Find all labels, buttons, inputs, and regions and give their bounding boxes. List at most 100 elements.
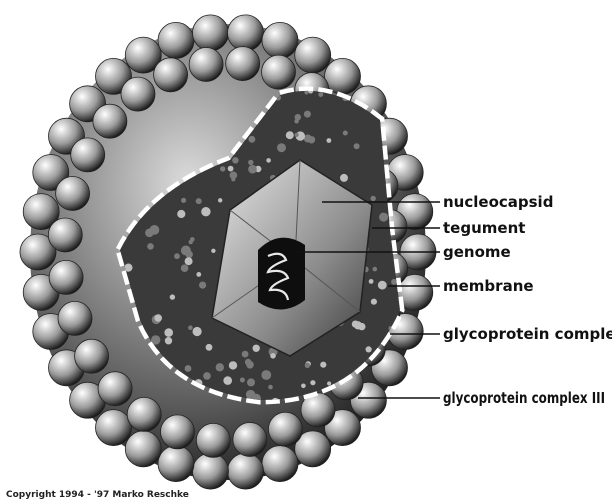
glycoprotein-sphere (325, 58, 361, 94)
tegument-particle (185, 257, 193, 265)
tegument-particle (391, 279, 397, 285)
tegument-particle (371, 299, 377, 305)
tegument-particle (343, 131, 348, 136)
glycoprotein-sphere (161, 415, 195, 449)
tegument-particle (181, 198, 186, 203)
tegument-particle (266, 158, 271, 163)
tegument-particle (232, 157, 238, 163)
tegument-particle (154, 314, 162, 322)
label-membrane: membrane (443, 277, 534, 295)
tegument-particle (245, 359, 252, 366)
tegument-particle (354, 321, 362, 329)
glycoprotein-sphere (226, 47, 260, 81)
tegument-particle (305, 363, 310, 368)
label-genome: genome (443, 243, 511, 261)
tegument-particle (174, 253, 180, 259)
tegument-particle (373, 267, 378, 272)
tegument-particle (379, 213, 388, 222)
tegument-particle (327, 138, 332, 143)
tegument-particle (294, 119, 299, 124)
label-glycoprotein-complex-3: glycoprotein complex III (443, 389, 605, 407)
glycoprotein-sphere (56, 177, 90, 211)
glycoprotein-sphere (262, 446, 298, 482)
tegument-particle (203, 372, 211, 380)
tegument-particle (242, 351, 249, 358)
glycoprotein-sphere (268, 412, 302, 446)
tegument-particle (286, 131, 294, 139)
glycoprotein-sphere (96, 410, 132, 446)
glycoprotein-sphere (193, 453, 229, 489)
glycoprotein-sphere (98, 372, 132, 406)
tegument-particle (240, 378, 245, 383)
tegument-particle (218, 198, 222, 202)
tegument-particle (185, 365, 192, 372)
glycoprotein-sphere (125, 431, 161, 467)
tegument-particle (304, 111, 311, 118)
tegument-particle (228, 166, 234, 172)
label-nucleocapsid: nucleocapsid (443, 193, 553, 211)
glycoprotein-sphere (193, 15, 229, 51)
tegument-particle (247, 378, 255, 386)
tegument-particle (253, 345, 260, 352)
tegument-particle (340, 174, 348, 182)
tegument-particle (165, 337, 172, 344)
tegument-particle (301, 384, 306, 389)
glycoprotein-sphere (71, 138, 105, 172)
glycoprotein-sphere (48, 218, 82, 252)
tegument-particle (181, 264, 189, 272)
tegument-particle (327, 381, 331, 385)
tegument-particle (320, 362, 326, 368)
tegument-particle (354, 143, 360, 149)
glycoprotein-sphere (262, 55, 296, 89)
tegument-particle (211, 249, 215, 253)
tegument-particle (220, 166, 225, 171)
tegument-particle (310, 380, 315, 385)
tegument-particle (304, 135, 312, 143)
tegument-particle (199, 282, 206, 289)
tegument-particle (378, 281, 387, 290)
glycoprotein-sphere (93, 104, 127, 138)
tegument-particle (170, 294, 175, 299)
glycoprotein-sphere (228, 453, 264, 489)
glycoprotein-sphere (58, 301, 92, 335)
tegument-particle (188, 325, 193, 330)
labels: nucleocapsid tegument genome membrane gl… (443, 193, 612, 407)
tegument-particle (318, 92, 323, 97)
glycoprotein-sphere (262, 22, 298, 58)
glycoprotein-sphere (154, 58, 188, 92)
glycoprotein-sphere (121, 77, 155, 111)
tegument-particle (196, 198, 202, 204)
tegument-particle (371, 196, 376, 201)
label-glycoprotein-complex-1: glycoprotein complex I (443, 325, 612, 343)
glycoprotein-sphere (196, 423, 230, 457)
tegument-particle (248, 165, 257, 174)
glycoprotein-sphere (75, 339, 109, 373)
glycoprotein-sphere (158, 22, 194, 58)
copyright-notice: Copyright 1994 - '97 Marko Reschke (6, 490, 189, 500)
glycoprotein-sphere (295, 37, 331, 73)
tegument-particle (216, 363, 224, 371)
tegument-particle (229, 361, 237, 369)
tegument-particle (397, 89, 402, 94)
tegument-particle (295, 133, 299, 137)
tegument-particle (388, 88, 394, 94)
tegument-particle (277, 143, 286, 152)
glycoprotein-sphere (233, 423, 267, 457)
tegument-particle (201, 207, 210, 216)
tegument-particle (268, 385, 273, 390)
label-tegument: tegument (443, 219, 525, 237)
tegument-particle (230, 172, 238, 180)
glycoprotein-sphere (49, 260, 83, 294)
tegument-particle (249, 136, 256, 143)
tegument-particle (248, 160, 253, 165)
glycoprotein-sphere (228, 15, 264, 51)
tegument-particle (223, 376, 232, 385)
tegument-particle (177, 210, 185, 218)
tegument-particle (369, 279, 374, 284)
tegument-particle (270, 353, 276, 359)
glycoprotein-sphere (158, 446, 194, 482)
tegument-particle (181, 246, 191, 256)
tegument-particle (193, 327, 202, 336)
tegument-particle (147, 243, 154, 250)
